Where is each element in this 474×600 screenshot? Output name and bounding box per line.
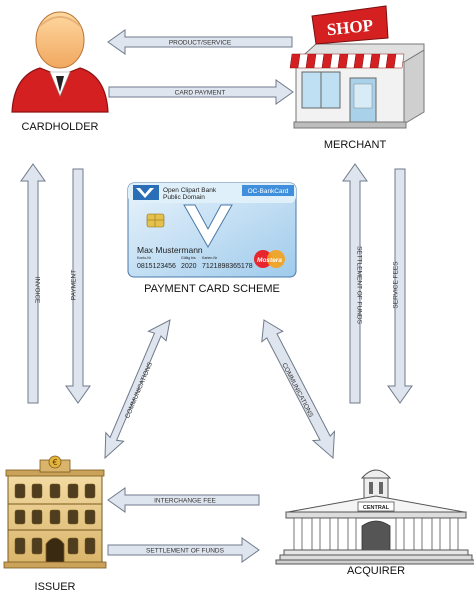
arrow-product-service xyxy=(107,29,293,55)
cardholder-person-icon xyxy=(11,11,109,113)
card-label-gueltig: Gültig bis xyxy=(181,256,196,260)
card-number: 7121898365178 xyxy=(202,263,253,270)
arrow-interchange-fee xyxy=(107,487,260,513)
card-account-number: 0815123456 xyxy=(137,263,176,270)
payment-card: Open Clipart Bank Public Domain OC-BankC… xyxy=(127,182,297,278)
arrow-service-fees xyxy=(387,168,413,404)
card-bank-line2: Public Domain xyxy=(163,194,205,201)
scheme-label: PAYMENT CARD SCHEME xyxy=(144,283,280,295)
acquirer-label: ACQUIRER xyxy=(346,565,406,577)
label-service-fees: SERVICE FEES xyxy=(393,261,400,309)
issuer-bank-icon: € xyxy=(3,455,107,569)
label-settlement-funds-bottom: SETTLEMENT OF FUNDS xyxy=(146,547,225,554)
label-payment: PAYMENT xyxy=(71,270,78,300)
label-card-payment: CARD PAYMENT xyxy=(175,89,226,96)
issuer-currency-symbol: € xyxy=(52,458,57,467)
label-interchange-fee: INTERCHANGE FEE xyxy=(154,497,216,504)
card-brand: OC-BankCard xyxy=(248,188,289,195)
arrow-invoice xyxy=(20,163,46,404)
arrow-settlement-funds-bottom xyxy=(107,537,260,563)
label-product-service: PRODUCT/SERVICE xyxy=(169,39,232,46)
arrow-communications-right xyxy=(261,319,336,460)
card-logo-text: Mostera xyxy=(257,257,282,264)
card-label-kartennr: Karten-Nr xyxy=(202,256,218,260)
issuer-label: ISSUER xyxy=(34,581,76,593)
card-valid-year: 2020 xyxy=(181,263,197,270)
cardholder-label: CARDHOLDER xyxy=(21,121,99,133)
label-invoice: INVOICE xyxy=(33,277,40,304)
shop-building-icon: SHOP xyxy=(289,5,425,129)
label-communications-right: COMMUNICATIONS xyxy=(280,362,314,419)
arrow-card-payment xyxy=(108,79,294,105)
card-holder-name: Max Mustermann xyxy=(137,245,203,255)
label-settlement-funds-vertical: SETTLEMENT OF FUNDS xyxy=(355,246,362,325)
card-label-kontonr: Konto-Nr xyxy=(137,256,152,260)
arrow-communications-left xyxy=(104,319,171,460)
arrow-payment xyxy=(65,168,91,404)
acquirer-bank-icon: CENTRAL xyxy=(275,469,474,565)
acquirer-sign-text: CENTRAL xyxy=(363,505,390,511)
shop-sign-text: SHOP xyxy=(326,16,374,40)
merchant-label: MERCHANT xyxy=(323,139,387,151)
arrow-settlement-funds-vertical xyxy=(342,163,368,404)
card-bank-line1: Open Clipart Bank xyxy=(163,187,217,194)
